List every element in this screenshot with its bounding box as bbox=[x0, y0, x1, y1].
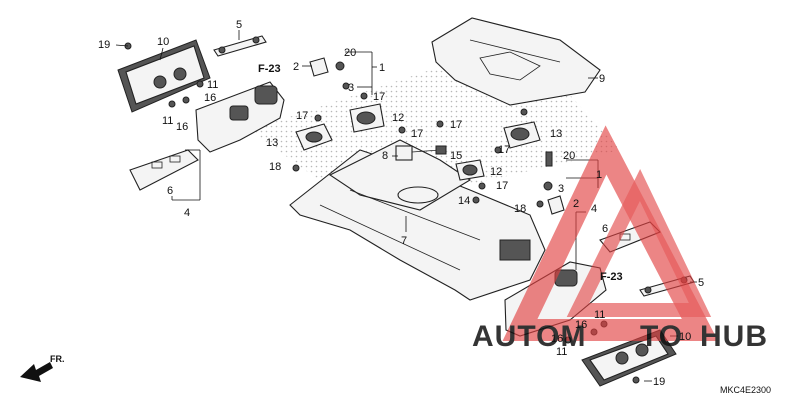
callout-number: 12 bbox=[490, 166, 502, 178]
bracket-top bbox=[213, 35, 267, 57]
callout-number: 14 bbox=[458, 195, 470, 207]
callout-number: 16 bbox=[575, 319, 587, 331]
callout-number: 6 bbox=[602, 223, 608, 235]
callout-number: 2 bbox=[573, 198, 579, 210]
callout-number: 4 bbox=[591, 203, 597, 215]
callout-number: 17 bbox=[373, 91, 385, 103]
main-frame bbox=[289, 139, 546, 301]
callout-number: 15 bbox=[450, 150, 462, 162]
mount-12-right bbox=[455, 159, 485, 181]
callout-number: 19 bbox=[653, 376, 665, 388]
callout-number: 19 bbox=[98, 39, 110, 51]
watermark: AUTOM TO HUB bbox=[472, 125, 768, 353]
callout-number: 6 bbox=[167, 185, 173, 197]
callout-number: 8 bbox=[382, 150, 388, 162]
callout-number: 17 bbox=[498, 144, 510, 156]
watermark-text-right: HUB bbox=[700, 320, 768, 353]
callout-number: 13 bbox=[266, 137, 278, 149]
callout-number: 17 bbox=[450, 119, 462, 131]
watermark-text-mid: TO bbox=[640, 320, 683, 353]
watermark-text-left: AUTOM bbox=[472, 320, 586, 353]
callout-number: 10 bbox=[679, 331, 691, 343]
watermark-triangle-outer bbox=[502, 125, 719, 341]
cover-left bbox=[195, 81, 285, 153]
mount-13-right bbox=[503, 121, 541, 149]
heat-guard-left bbox=[117, 39, 211, 113]
mount-13-left bbox=[295, 123, 333, 151]
callout-number: 17 bbox=[411, 128, 423, 140]
callout-number: 1 bbox=[596, 169, 602, 181]
callout-number: 12 bbox=[392, 112, 404, 124]
front-arrow: FR. bbox=[20, 354, 65, 382]
callout-number: 16 bbox=[204, 92, 216, 104]
callout-number: 11 bbox=[207, 79, 218, 91]
diagram-code: MKC4E2300 bbox=[720, 385, 771, 395]
ref-label: F-23 bbox=[258, 63, 281, 75]
callout-number: 11 bbox=[556, 346, 567, 358]
callout-number: 20 bbox=[563, 150, 575, 162]
callout-number: 1 bbox=[379, 62, 385, 74]
callout-number: 20 bbox=[344, 47, 356, 59]
callout-number: 3 bbox=[348, 82, 354, 94]
callout-number: 11 bbox=[162, 115, 173, 127]
callout-number: 16 bbox=[176, 121, 188, 133]
callout-number: 3 bbox=[558, 183, 564, 195]
callout-number: 17 bbox=[296, 110, 308, 122]
callout-number: 11 bbox=[594, 309, 605, 321]
callout-number: 5 bbox=[236, 19, 242, 31]
gasket-left bbox=[129, 149, 199, 191]
heat-guard-right bbox=[581, 329, 677, 387]
callout-number: 18 bbox=[514, 203, 526, 215]
callout-number: 5 bbox=[698, 277, 704, 289]
callout-number: 7 bbox=[401, 235, 407, 247]
sensor-8 bbox=[395, 145, 447, 161]
callout-number: 16 bbox=[551, 333, 563, 345]
callout-number: 10 bbox=[157, 36, 169, 48]
callout-number: 18 bbox=[269, 161, 281, 173]
under-cover-plate bbox=[431, 17, 601, 106]
front-arrow-label: FR. bbox=[50, 354, 65, 364]
callout-number: 4 bbox=[184, 207, 190, 219]
callout-number: 13 bbox=[550, 128, 562, 140]
mount-12-upper bbox=[349, 103, 385, 133]
callout-number: 17 bbox=[496, 180, 508, 192]
watermark-triangle-mid bbox=[566, 169, 712, 317]
callout-number: 9 bbox=[599, 73, 605, 85]
callout-number: 2 bbox=[293, 61, 299, 73]
ref-label: F-23 bbox=[600, 271, 623, 283]
